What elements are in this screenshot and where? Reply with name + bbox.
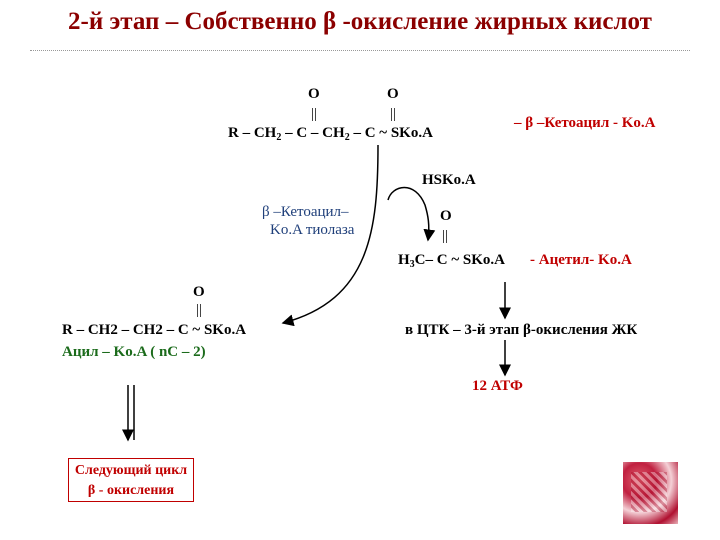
title-divider: [30, 50, 690, 52]
decorative-tissue-image: [623, 462, 678, 524]
atp-yield: 12 АТФ: [472, 378, 523, 394]
next-cycle-box: Следующий цикл β - окисления: [68, 458, 194, 502]
acetyl-double-bond: ||: [442, 228, 449, 244]
tca-text: в ЦТК – 3-й этап β-окисления ЖК: [405, 322, 638, 338]
next-cycle-line1: Следующий цикл: [74, 463, 188, 478]
enzyme-name-line2: Ko.A тиолаза: [270, 222, 355, 238]
slide-title: 2-й этап – Собственно β -окисление жирны…: [68, 8, 652, 35]
acetyl-coa-name: - Ацетил- Ko.A: [530, 252, 632, 268]
hskoa-curve-arrow: [387, 186, 436, 242]
double-bond-2: ||: [390, 106, 397, 122]
hskoa-label: HSKo.A: [422, 172, 476, 188]
acyl-oxygen: O: [193, 284, 205, 300]
carbonyl-oxygen-1: O: [308, 86, 320, 102]
carbonyl-oxygen-2: O: [387, 86, 399, 102]
cleavage-curve-arrow: [281, 144, 379, 327]
acyl-coa-formula: R – CH2 – CH2 – C ~ SKo.A: [62, 322, 247, 338]
ketoacyl-coa-formula: R – CH2 – C – CH2 – C ~ SKo.A: [228, 125, 433, 143]
enzyme-name-line1: β –Кетоацил–: [262, 204, 349, 220]
double-bond-1: ||: [311, 106, 318, 122]
acetyl-oxygen: O: [440, 208, 452, 224]
acetyl-coa-formula: H3C– C ~ SKo.A: [398, 252, 505, 270]
ketoacyl-coa-name: – β –Кетоацил - Ko.A: [514, 115, 656, 131]
acyl-double-bond: ||: [196, 302, 203, 318]
acyl-coa-name: Ацил – Ko.A ( nC – 2): [62, 344, 206, 360]
next-cycle-line2: β - окисления: [87, 483, 175, 498]
